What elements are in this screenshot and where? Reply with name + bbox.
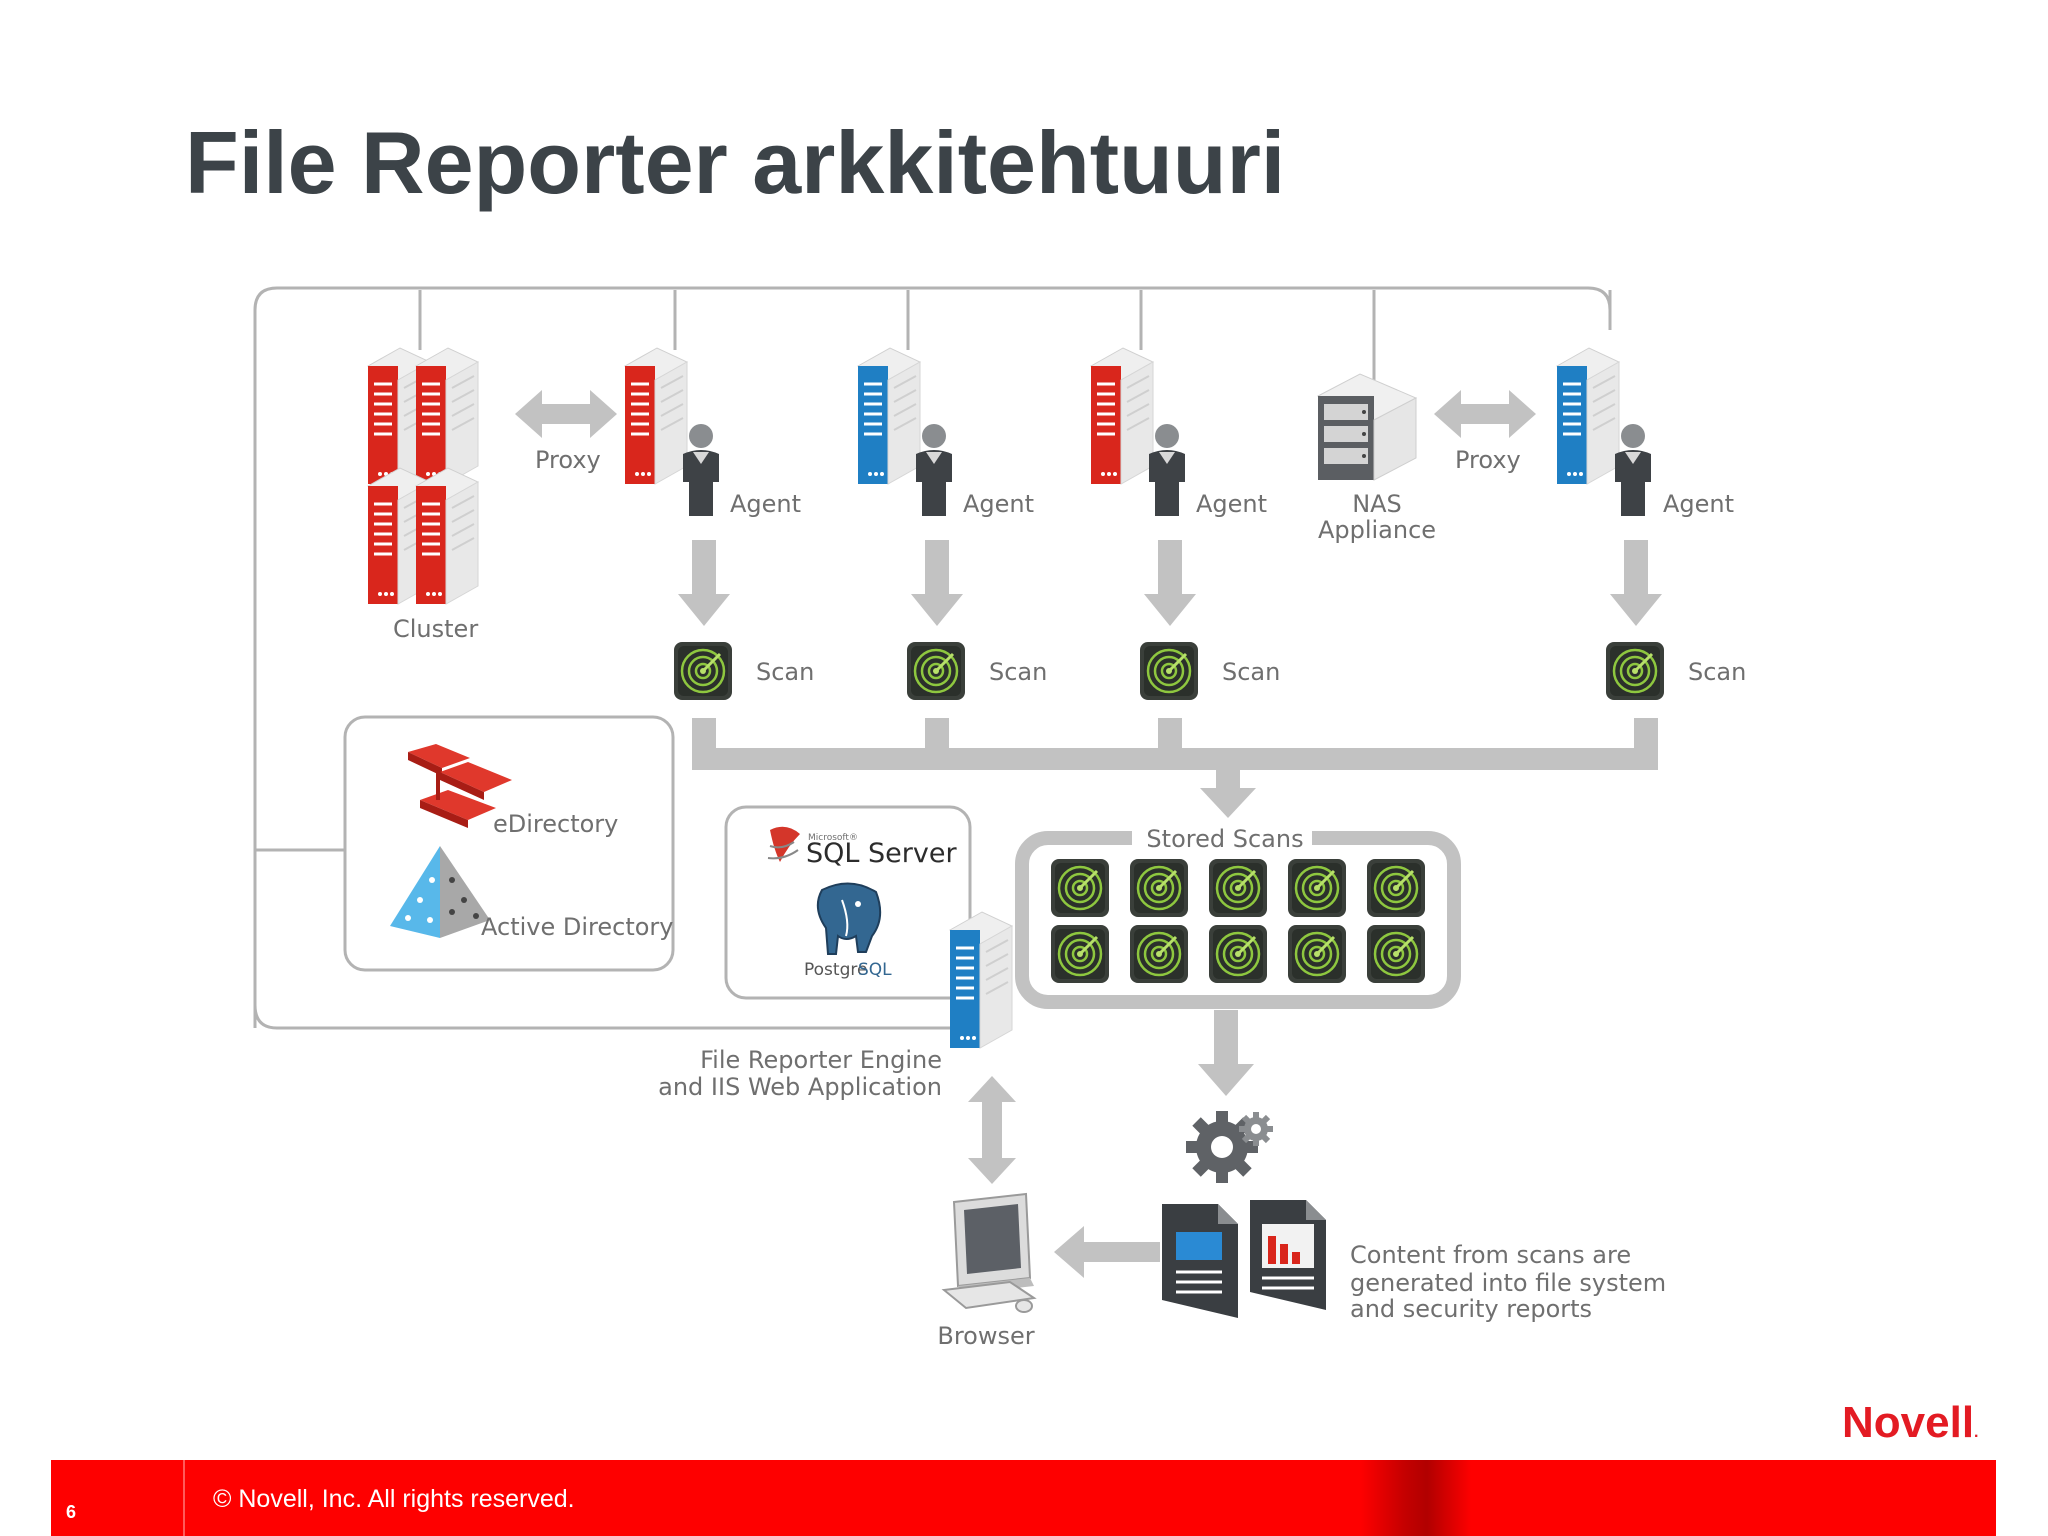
stored-scans-label: Stored Scans [1146,825,1303,853]
slide-title: File Reporter arkkitehtuuri [185,113,1286,212]
scan-radar-icon [1604,640,1666,702]
stored-scans-down-arrow [1198,1010,1254,1096]
nas-label-line2: Appliance [1318,516,1436,544]
nas-label-line1: NAS [1352,490,1402,518]
sql-server-text: SQL Server [806,838,957,869]
down-arrows [678,540,1662,626]
reports-caption-line3: and security reports [1350,1295,1592,1323]
agent-person-icon [1615,424,1651,516]
active-directory-pyramid-icon [390,846,490,938]
file-reporter-engine-server [948,910,1014,1050]
scan-radar-icon [905,640,967,702]
footer-divider [183,1460,185,1536]
cluster-servers [366,346,480,606]
agent-person-icon [916,424,952,516]
scan-label-1: Scan [756,658,814,686]
slide-number: 6 [66,1502,77,1522]
browser-label: Browser [937,1322,1034,1350]
agent-person-icon [1149,424,1185,516]
edirectory-label: eDirectory [493,810,618,838]
reports-caption-line2: generated into file system [1350,1269,1666,1297]
stored-scans-title-bg [1132,826,1312,852]
edirectory-icon [408,744,512,828]
scan-radar-icon [1207,923,1269,985]
scan-radar-icon [1049,923,1111,985]
engine-label-line2: and IIS Web Application [658,1073,942,1101]
scan-label-4: Scan [1688,658,1746,686]
scan-radar-icon [1049,857,1111,919]
scan-label-2: Scan [989,658,1047,686]
cluster-label: Cluster [393,615,478,643]
novell-logo: Novell. [1842,1398,1979,1447]
gear-icon [1186,1111,1273,1183]
proxy-label-left: Proxy [535,446,601,474]
active-directory-label: Active Directory [481,913,673,941]
copyright-text: © Novell, Inc. All rights reserved. [213,1485,575,1513]
proxy-arrow-right [1434,390,1536,438]
scan-radar-icon [1365,923,1427,985]
agent-person-icon [683,424,719,516]
engine-browser-arrow [968,1076,1016,1184]
agent-server-3 [1089,346,1185,516]
nas-appliance-icon [1316,373,1418,481]
agent-label-4: Agent [1663,490,1734,518]
scan-radar-icon [1286,857,1348,919]
scan-radar-icon [1365,857,1427,919]
footer-bar [51,1460,1996,1536]
report-document-icon [1162,1204,1238,1318]
scan-radar-icon [1128,923,1190,985]
agent-server-4 [1555,346,1651,516]
footer-decoration [1361,1460,1471,1536]
network-boundary [253,286,1612,1028]
scan-radar-icon [672,640,734,702]
proxy-label-right: Proxy [1455,446,1521,474]
scan-radar-icon [1138,640,1200,702]
engine-label-line1: File Reporter Engine [700,1046,942,1074]
sql-microsoft-text: Microsoft® [808,833,858,843]
agent-server-2 [856,346,952,516]
stored-scan-grid [1049,857,1427,985]
collector-bus [692,718,1658,818]
agent-label-1: Agent [730,490,801,518]
network-boundary-bottom [253,1004,960,1030]
postgres-text-b: SQL [858,960,892,980]
agent-label-2: Agent [963,490,1034,518]
proxy-arrow-left [515,390,617,438]
postgresql-elephant-icon [816,882,882,955]
report-document-icon [1250,1200,1326,1310]
scan-radar-icon [1128,857,1190,919]
scan-radar-icon [1207,857,1269,919]
reports-browser-arrow [1054,1226,1160,1278]
agent-label-3: Agent [1196,490,1267,518]
sql-server-logo-icon [767,826,800,862]
reports-caption-line1: Content from scans are [1350,1241,1631,1269]
postgres-text-a: Postgre [804,960,867,980]
scan-label-3: Scan [1222,658,1280,686]
agent-server-1 [623,346,719,516]
scan-radar-icon [1286,923,1348,985]
browser-computer-icon [941,1192,1037,1313]
